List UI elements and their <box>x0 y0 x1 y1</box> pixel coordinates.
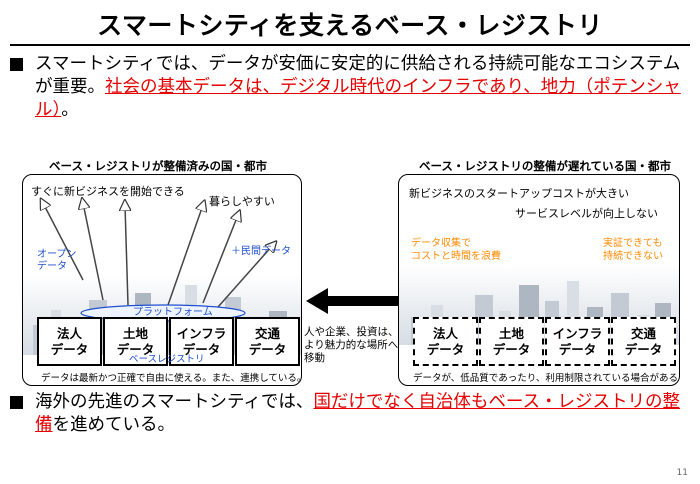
bullet-2: 海外の先進のスマートシティでは、国だけでなく自治体もベース・レジストリの整備を進… <box>10 391 690 437</box>
label-base-registry: ベースレジストリ <box>129 354 205 365</box>
title-rule <box>10 44 690 46</box>
bullet-2-plain-2: を進めている。 <box>52 415 176 435</box>
data-box-infrastructure: インフラ データ <box>169 317 234 366</box>
middle-note: 人や企業、投資は、より魅力的な場所へ移動 <box>304 326 399 364</box>
label-new-business: すぐに新ビジネスを開始できる <box>31 185 185 198</box>
bullet-marker <box>10 58 23 71</box>
label-not-sustainable: 実証できても 持続できない <box>603 238 663 262</box>
data-box-transport: 交通 データ <box>611 317 676 366</box>
label-livable: 暮らしやすい <box>209 195 275 208</box>
label-startup-cost: 新ビジネスのスタートアップコストが大きい <box>409 187 629 200</box>
bullet-1-plain: スマートシティでは、データが安価に安定的に供給される持続可能なエコシステムが重要… <box>35 54 681 97</box>
slide-title: スマートシティを支えるベース・レジストリ <box>97 11 603 40</box>
bullet-1-text: スマートシティでは、データが安価に安定的に供給される持続可能なエコシステムが重要… <box>35 53 690 122</box>
arrow-up-3 <box>167 205 203 306</box>
right-panel-heading: ベース・レジストリの整備が遅れている国・都市 <box>418 159 672 173</box>
arrow-up-1 <box>83 203 104 301</box>
right-panel: 新ビジネスのスタートアップコストが大きい サービスレベルが向上しない データ収集… <box>398 174 680 386</box>
right-caption: データが、低品質であったり、利用制限されている場合がある。 <box>413 373 680 384</box>
data-box-transport: 交通 データ <box>235 317 300 366</box>
left-caption: データは最新かつ正確で自由に使える。また、連携している。 <box>41 373 302 384</box>
left-panel: すぐに新ビジネスを開始できる 暮らしやすい オープン データ ＋民間データ プラ… <box>22 174 302 386</box>
bullet-2-highlight-1: 国だけでなく自治体も <box>313 392 489 412</box>
label-platform: プラットフォーム <box>133 307 213 318</box>
data-box-land: 土地 データ <box>479 317 544 366</box>
bullet-2-plain-1: 海外の先進のスマートシティでは、 <box>35 392 314 412</box>
left-pointing-arrow <box>306 288 402 314</box>
data-box-land: 土地 データ <box>103 317 168 366</box>
arrow-up-4 <box>202 215 238 304</box>
arrow-up-right <box>217 245 273 308</box>
data-box-infrastructure: インフラ データ <box>545 317 610 366</box>
arrow-up-left <box>43 203 84 281</box>
left-panel-heading: ベース・レジストリが整備済みの国・都市 <box>49 159 267 173</box>
bullet-1-end: 。 <box>61 100 79 120</box>
arrow-up-2 <box>125 205 128 306</box>
label-open-data: オープン データ <box>37 249 77 272</box>
bullet-marker <box>10 396 23 409</box>
bullet-1-highlight: 社会の基本データは、デジタル時代のインフラであり、地力（ポテンシャル） <box>35 77 681 120</box>
bullet-2-highlight-2: ベース・レジストリの整備 <box>35 392 681 435</box>
bullet-1: スマートシティでは、データが安価に安定的に供給される持続可能なエコシステムが重要… <box>10 53 690 122</box>
page-number: 11 <box>676 468 688 478</box>
data-box-corporate: 法人 データ <box>413 317 478 366</box>
label-service-level: サービスレベルが向上しない <box>515 207 658 220</box>
bullet-2-text: 海外の先進のスマートシティでは、国だけでなく自治体もベース・レジストリの整備を進… <box>35 391 690 437</box>
label-private-data: ＋民間データ <box>231 246 291 257</box>
label-cost-time-waste: データ収集で コストと時間を浪費 <box>411 238 501 262</box>
data-box-corporate: 法人 データ <box>37 317 102 366</box>
